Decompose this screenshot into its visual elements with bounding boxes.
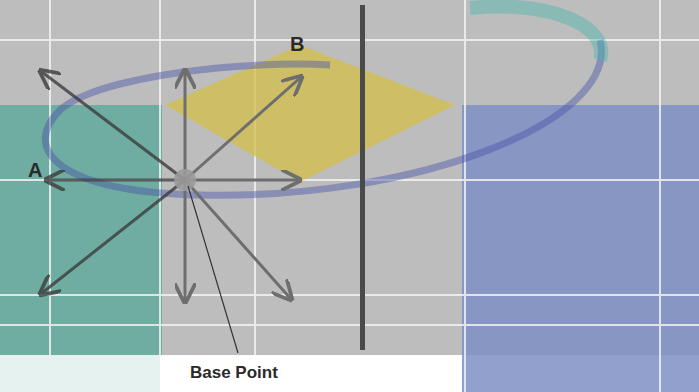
base-point-dot <box>174 169 196 191</box>
point-label: A <box>28 160 42 180</box>
point-label: B <box>290 34 304 54</box>
vertical-bar <box>360 5 365 350</box>
leader-line <box>188 186 238 353</box>
callout-label: Base Point <box>190 364 278 381</box>
direction-arrows <box>185 72 300 300</box>
swoosh-arc <box>45 40 601 195</box>
